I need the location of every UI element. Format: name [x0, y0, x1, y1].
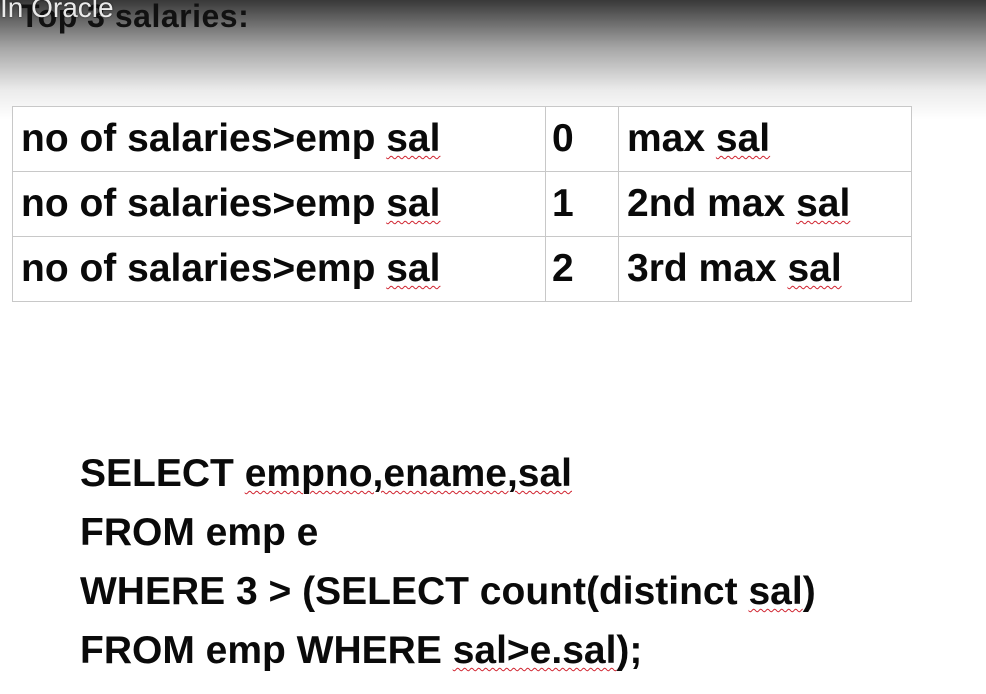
rank-cell: 2nd max sal	[618, 171, 912, 237]
condition-word: sal	[386, 182, 441, 225]
slide-title: Top 3 salaries:	[20, 0, 250, 34]
sql-subquery-condition: sal>e.sal	[452, 629, 617, 672]
rank-text: max	[627, 117, 706, 160]
count-cell: 0	[545, 106, 619, 172]
sql-where-word: sal	[748, 570, 803, 613]
count-cell: 2	[545, 236, 619, 302]
condition-text: no of salaries>emp	[21, 247, 376, 290]
condition-word: sal	[386, 247, 441, 290]
condition-text: no of salaries>emp	[21, 182, 376, 225]
sql-select-keyword: SELECT	[80, 452, 234, 495]
count-cell: 1	[545, 171, 619, 237]
sql-where-close: )	[802, 570, 816, 613]
condition-word: sal	[386, 117, 441, 160]
condition-cell: no of salaries>emp sal	[12, 236, 546, 302]
condition-cell: no of salaries>emp sal	[12, 106, 546, 172]
sql-subquery-close: );	[616, 629, 643, 672]
sql-where-text: WHERE 3 > (SELECT count(distinct	[80, 570, 738, 613]
rank-text: 3rd max	[627, 247, 777, 290]
rank-word: sal	[787, 247, 842, 290]
sql-line-where: WHERE 3 > (SELECT count(distinct sal)	[80, 562, 816, 621]
rank-cell: 3rd max sal	[618, 236, 912, 302]
sql-line-select: SELECT empno,ename,sal	[80, 444, 816, 503]
table-row: no of salaries>emp sal 0 max sal	[12, 106, 912, 172]
sql-line-from: FROM emp e	[80, 511, 319, 554]
video-title-overlay: In Oracle	[0, 0, 114, 23]
rank-word: sal	[796, 182, 851, 225]
sql-subquery-text: FROM emp WHERE	[80, 629, 442, 672]
condition-cell: no of salaries>emp sal	[12, 171, 546, 237]
rank-word: sal	[715, 117, 771, 160]
table-row: no of salaries>emp sal 1 2nd max sal	[12, 171, 912, 237]
rank-text: 2nd max	[627, 182, 786, 225]
sql-line-subquery-from: FROM emp WHERE sal>e.sal);	[80, 621, 816, 680]
sql-query-block: SELECT empno,ename,sal FROM emp e WHERE …	[80, 444, 816, 680]
salary-rank-table: no of salaries>emp sal 0 max sal no of s…	[12, 106, 912, 302]
sql-select-columns: empno,ename,sal	[244, 452, 572, 495]
condition-text: no of salaries>emp	[21, 117, 376, 160]
rank-cell: max sal	[618, 106, 912, 172]
table-row: no of salaries>emp sal 2 3rd max sal	[12, 236, 912, 302]
